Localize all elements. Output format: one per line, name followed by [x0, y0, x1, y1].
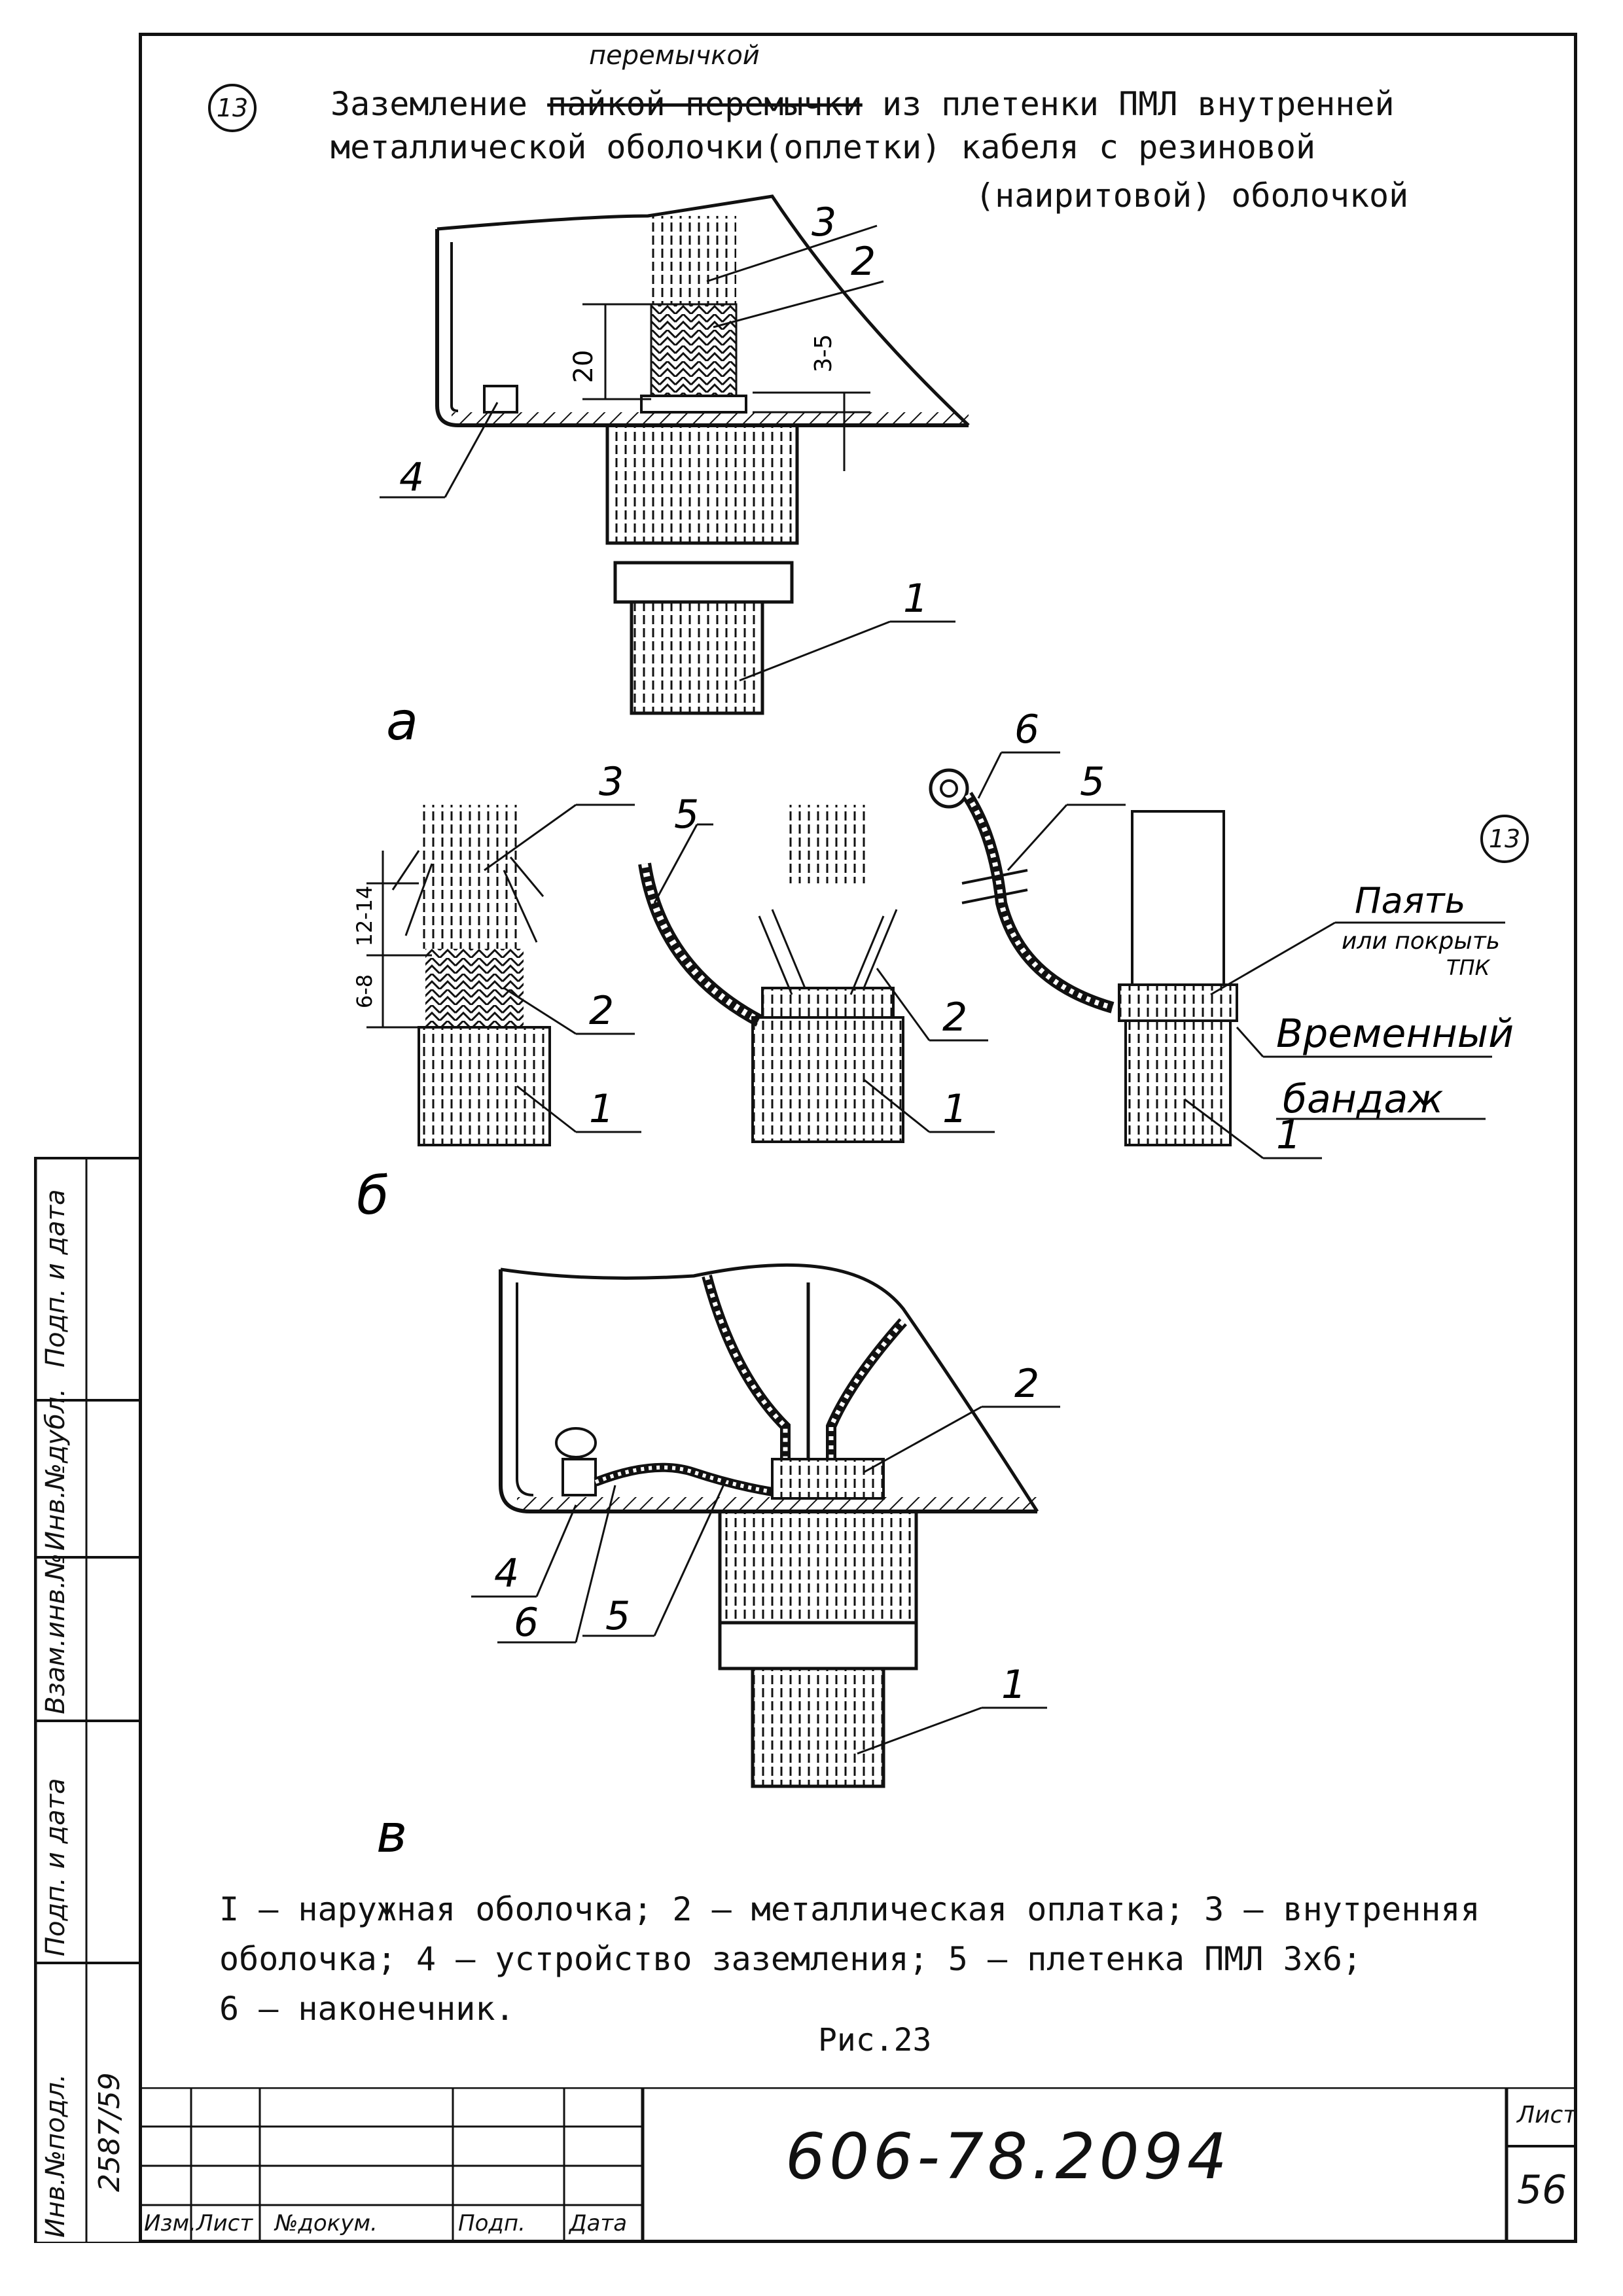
fig-b2-callout-2: 2 — [942, 995, 967, 1040]
fig-a-dim-3-5: 3-5 — [810, 334, 837, 373]
legend-line-3: 6 – наконечник. — [219, 1990, 515, 2028]
legend-line-2: оболочка; 4 – устройство заземления; 5 –… — [219, 1940, 1362, 1978]
sheet-number: 56 — [1517, 2167, 1567, 2213]
title-line-2: металлической оболочки(оплетки) кабеля с… — [330, 128, 1316, 166]
fig-a-dim-20: 20 — [569, 350, 599, 383]
fig-b3-callout-6: 6 — [1014, 707, 1039, 752]
fig-a-label: а — [386, 691, 418, 752]
stamp-col-data: Дата — [569, 2210, 628, 2236]
sheet-label: Лист — [1517, 2102, 1577, 2128]
fig-b-note-solder-2: или покрыть — [1342, 928, 1500, 955]
legend: I – наружная оболочка; 2 – металлическая… — [219, 1884, 1480, 2034]
title-line-3: (наиритовой) оболочкой — [975, 177, 1409, 215]
document-number: 606-78.2094 — [785, 2120, 1231, 2193]
fig-b-note-solder-3: ТПК — [1446, 955, 1491, 980]
bottom-stamp — [139, 2087, 1577, 2243]
stamp-col-list: Лист — [196, 2210, 253, 2236]
stamp-col-izm: Изм. — [144, 2210, 196, 2236]
fig-v-label: в — [376, 1803, 407, 1864]
fig-b-badge: 13 — [1480, 815, 1529, 863]
fig-a-callout-3: 3 — [812, 200, 836, 245]
legend-line-1: I – наружная оболочка; 2 – металлическая… — [219, 1890, 1480, 1928]
fig-b-label: б — [357, 1165, 389, 1226]
stamp-col-podp: Подп. — [458, 2210, 526, 2236]
fig-b-note-band-1: Временный — [1276, 1011, 1514, 1057]
figure-b: 12-14 6-8 3 2 1 5 2 1 — [352, 707, 1514, 1226]
figure-caption: Рис.23 — [818, 2022, 932, 2058]
title-struck: пайкой перемычки — [547, 85, 863, 123]
fig-b-note-band-2: бандаж — [1283, 1076, 1443, 1122]
fig-v-callout-2: 2 — [1014, 1361, 1039, 1407]
fig-b3-callout-1: 1 — [1276, 1112, 1301, 1158]
stamp-col-doc: №докум. — [275, 2210, 378, 2236]
fig-a-callout-1: 1 — [903, 576, 928, 622]
side-stamp: Подп. и дата Инв.№дубл. Взам.инв.№ Подп.… — [34, 33, 139, 2243]
figure-a: 20 3-5 3 2 4 1 а — [380, 194, 970, 752]
title-prefix: Заземление — [330, 85, 528, 123]
title-insertion: перемычкой — [589, 41, 760, 71]
title-line-1: Заземление пайкой перемычки из плетенки … — [330, 80, 1395, 128]
fig-b2-callout-1: 1 — [942, 1086, 967, 1132]
fig-b-dim-12-14: 12-14 — [352, 886, 377, 947]
side-stamp-lines — [34, 1157, 139, 2243]
fig-b-note-solder: Паять — [1355, 880, 1465, 921]
fig-b1-callout-1: 1 — [589, 1086, 614, 1132]
fig-v-callout-4: 4 — [494, 1551, 519, 1597]
fig-v-callout-6: 6 — [514, 1600, 539, 1646]
title-rest: из плетенки ПМЛ внутренней — [882, 85, 1395, 123]
fig-v-callout-5: 5 — [605, 1593, 630, 1639]
fig-b-dim-6-8: 6-8 — [352, 974, 377, 1008]
fig-b3-callout-5: 5 — [1080, 759, 1105, 805]
title-badge: 13 — [208, 84, 257, 132]
fig-b1-callout-2: 2 — [589, 988, 614, 1034]
fig-v-callout-1: 1 — [1001, 1662, 1026, 1708]
drawing-frame — [139, 33, 1577, 2243]
figure-v: 2 4 6 5 1 в — [376, 1263, 1060, 1864]
fig-a-callout-4: 4 — [399, 455, 424, 501]
fig-a-callout-2: 2 — [851, 239, 876, 285]
fig-b2-callout-5: 5 — [674, 792, 699, 838]
fig-b1-callout-3: 3 — [599, 759, 624, 805]
